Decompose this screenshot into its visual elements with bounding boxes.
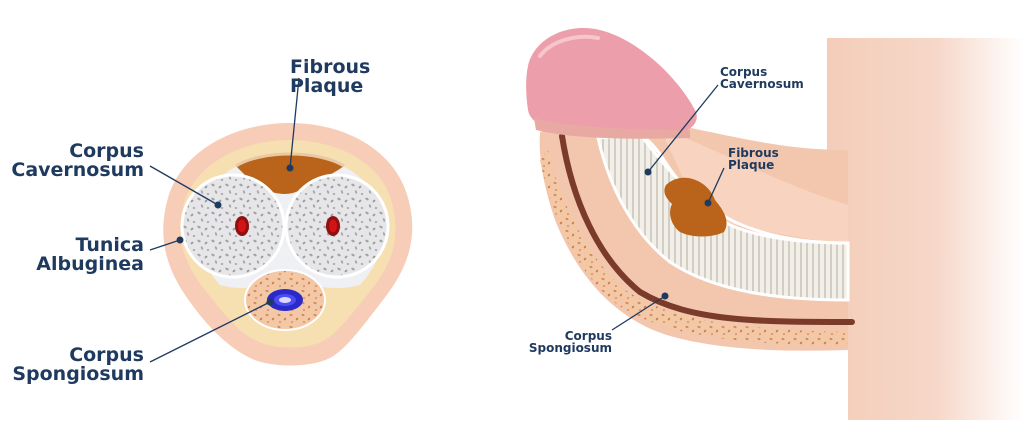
label-side-corpus-cavernosum: Corpus Cavernosum xyxy=(720,65,804,91)
leader-fibrous-plaque xyxy=(289,77,300,169)
leader-corpus-spongiosum xyxy=(149,301,271,363)
urethra-side xyxy=(559,133,855,325)
plaque-side xyxy=(664,177,727,237)
label-corpus-cavernosum: Corpus Cavernosum xyxy=(11,140,144,181)
leader-corpus-cavernosum xyxy=(149,165,219,206)
label-side-fibrous-plaque: Fibrous Plaque xyxy=(728,146,779,172)
label-fibrous-plaque: Fibrous Plaque xyxy=(290,56,371,97)
body-torso xyxy=(827,38,1024,420)
label-side-corpus-spongiosum: Corpus Spongiosum xyxy=(528,329,612,355)
tunica-line-upper xyxy=(638,133,849,245)
cross-section xyxy=(149,77,413,366)
leader-side-spongiosum xyxy=(611,295,666,331)
label-corpus-spongiosum: Corpus Spongiosum xyxy=(12,344,144,385)
leader-tunica-albuginea xyxy=(149,239,181,251)
leader-side-plaque xyxy=(707,167,725,204)
label-tunica-albuginea: Tunica Albuginea xyxy=(36,234,144,275)
corpus-cavernosum-left xyxy=(180,173,286,279)
leader-side-cavernosum xyxy=(647,84,719,173)
spongiosum-side xyxy=(540,150,848,345)
side-view xyxy=(526,27,1024,420)
corona xyxy=(534,118,690,139)
glans xyxy=(526,27,697,134)
